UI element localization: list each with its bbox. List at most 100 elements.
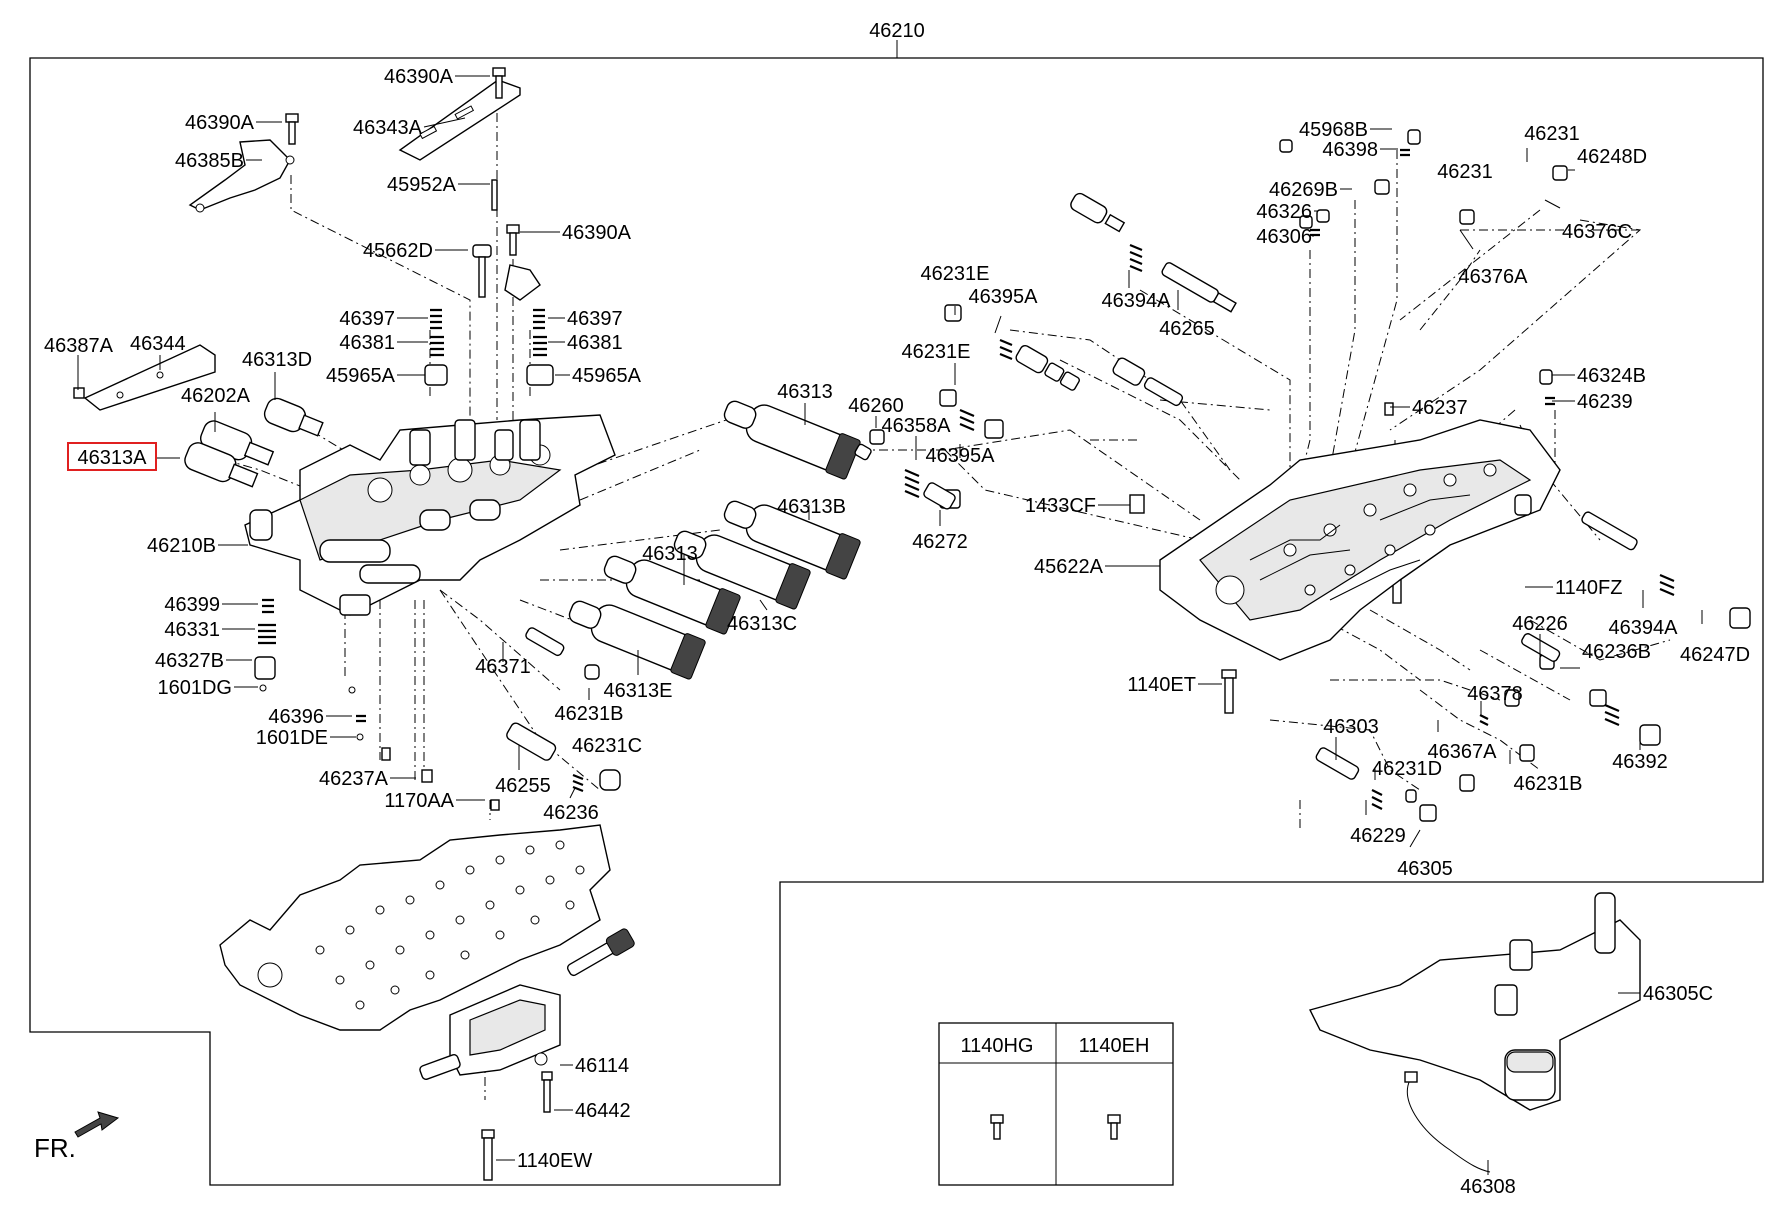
label-46313E: 46313E (604, 680, 673, 702)
label-46210B: 46210B (147, 535, 216, 557)
label-45968B: 45968B (1299, 119, 1368, 141)
label-46237: 46237 (1412, 397, 1468, 419)
label-46231-mid: 46231 (1437, 161, 1493, 183)
label-46331: 46331 (164, 619, 220, 641)
label-1140EW: 1140EW (517, 1150, 592, 1172)
label-46394A-right: 46394A (1609, 617, 1679, 639)
label-46313B: 46313B (777, 496, 846, 518)
label-46236B: 46236B (1582, 641, 1651, 663)
label-45965A-right: 45965A (572, 365, 642, 387)
label-46387A: 46387A (44, 335, 114, 357)
label-1601DE: 1601DE (256, 727, 328, 749)
label-46306: 46306 (1256, 226, 1312, 248)
label-46269B: 46269B (1269, 179, 1338, 201)
label-leaders (77, 75, 1703, 1175)
label-46247D: 46247D (1680, 644, 1750, 666)
part-labels: 46390A 46343A 46390A 46385B 45952A 45662… (44, 66, 1750, 1198)
label-46305C: 46305C (1643, 983, 1713, 1005)
label-45965A-left: 45965A (326, 365, 396, 387)
label-46326: 46326 (1256, 201, 1312, 223)
label-46260: 46260 (848, 395, 904, 417)
label-46255: 46255 (495, 775, 551, 797)
bolt-icon-1140hg (990, 1114, 1004, 1140)
label-46378: 46378 (1467, 683, 1523, 705)
label-46394A-top: 46394A (1102, 290, 1172, 312)
label-46305: 46305 (1397, 858, 1453, 880)
label-46327B: 46327B (155, 650, 224, 672)
label-46367A: 46367A (1428, 741, 1498, 763)
range-switch-assembly (1308, 892, 1641, 1173)
label-1433CF: 1433CF (1025, 495, 1096, 517)
label-46313A[interactable]: 46313A (78, 447, 148, 469)
label-46371: 46371 (475, 656, 531, 678)
assembly-label: 46210 (869, 20, 925, 42)
valve-caps (254, 129, 1751, 822)
highlight-box-46313A (67, 442, 157, 471)
label-46231-right: 46231 (1524, 123, 1580, 145)
fastener-legend: 1140HG 1140EH (938, 1022, 1174, 1186)
label-46239: 46239 (1577, 391, 1633, 413)
label-46272: 46272 (912, 531, 968, 553)
label-46358A: 46358A (882, 415, 952, 437)
label-46226: 46226 (1512, 613, 1568, 635)
label-46313D: 46313D (242, 349, 312, 371)
label-46376C: 46376C (1562, 221, 1632, 243)
label-46229: 46229 (1350, 825, 1406, 847)
label-46397-right: 46397 (567, 308, 623, 330)
label-46381-right: 46381 (567, 332, 623, 354)
bolt-icon-1140eh (1107, 1114, 1121, 1140)
label-46313-top: 46313 (777, 381, 833, 403)
front-direction-marker: FR. (34, 1111, 120, 1163)
label-1170AA: 1170AA (384, 790, 454, 812)
label-46236: 46236 (543, 802, 599, 824)
legend-col2: 1140EH (1079, 1035, 1150, 1057)
front-label: FR. (34, 1133, 76, 1163)
label-46248D: 46248D (1577, 146, 1647, 168)
springs (258, 148, 1675, 810)
legend-col1: 1140HG (960, 1035, 1033, 1057)
label-46313C: 46313C (727, 613, 797, 635)
manual-valve-assembly (419, 928, 635, 1080)
label-45622A: 45622A (1034, 556, 1104, 578)
label-46398: 46398 (1322, 139, 1378, 161)
label-46231D: 46231D (1372, 758, 1442, 780)
bracket-plates (83, 79, 541, 411)
assembly-frame (29, 57, 1764, 1186)
label-46308: 46308 (1460, 1176, 1516, 1198)
label-46202A: 46202A (181, 385, 251, 407)
label-46390A-mid: 46390A (562, 222, 632, 244)
label-46395A-lower: 46395A (926, 445, 996, 467)
label-46442: 46442 (575, 1100, 631, 1122)
label-46344: 46344 (130, 333, 186, 355)
label-45952A: 45952A (387, 174, 457, 196)
bolts (73, 67, 1405, 1181)
label-46231E-top: 46231E (921, 263, 990, 285)
separator-plate (219, 824, 611, 1031)
label-46343A: 46343A (353, 117, 423, 139)
label-46390A-left: 46390A (185, 112, 255, 134)
lower-valve-body (1159, 419, 1561, 661)
upper-valve-body (244, 414, 616, 616)
label-46392: 46392 (1612, 751, 1668, 773)
label-46397-left: 46397 (339, 308, 395, 330)
label-46231B-left: 46231B (555, 703, 624, 725)
label-45662D: 45662D (363, 240, 433, 262)
label-46395A-upper: 46395A (969, 286, 1039, 308)
label-46114: 46114 (575, 1055, 629, 1077)
label-1140ET: 1140ET (1127, 674, 1196, 696)
label-46381-left: 46381 (339, 332, 395, 354)
label-46396: 46396 (268, 706, 324, 728)
solenoid-valves (184, 397, 861, 680)
label-46385B: 46385B (175, 150, 244, 172)
valve-spools (506, 192, 1638, 780)
label-46231E-mid: 46231E (902, 341, 971, 363)
label-46237A: 46237A (319, 768, 389, 790)
label-46376A: 46376A (1459, 266, 1529, 288)
label-46324B: 46324B (1577, 365, 1646, 387)
label-46390A-top: 46390A (384, 66, 454, 88)
label-1601DG: 1601DG (158, 677, 233, 699)
label-46231B-right: 46231B (1514, 773, 1583, 795)
label-1140FZ: 1140FZ (1555, 577, 1622, 599)
label-46399: 46399 (164, 594, 220, 616)
